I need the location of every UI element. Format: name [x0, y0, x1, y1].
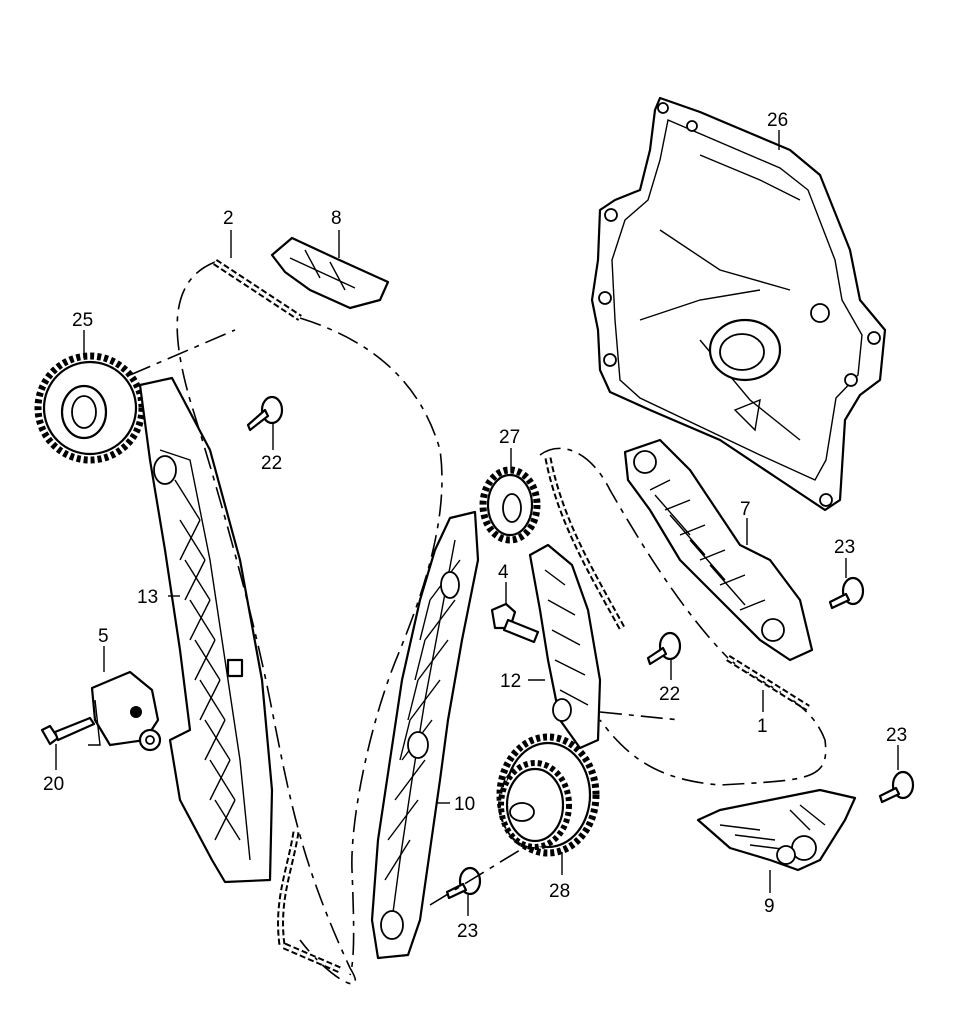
bolt-part-23-a: [828, 576, 865, 610]
callout-13: 13: [137, 587, 158, 608]
timing-cover-part-26: [590, 96, 887, 512]
tensioner-shoe-part-8: [270, 236, 390, 310]
tensioner-rail-part-9: [696, 788, 857, 872]
callout-22-top: 22: [261, 453, 282, 474]
callout-10: 10: [454, 794, 475, 815]
guide-rail-part-13: [138, 376, 274, 884]
sprocket-part-27: [479, 466, 541, 544]
callout-5: 5: [98, 626, 109, 647]
bolt-part-22-b: [646, 631, 682, 666]
callout-2: 2: [223, 208, 234, 229]
bolt-part-20: [40, 716, 96, 746]
callout-12: 12: [500, 671, 521, 692]
center-lines: [129, 329, 681, 906]
callout-23-bottom: 23: [457, 921, 478, 942]
guide-rail-part-10: [370, 510, 480, 960]
guide-rail-part-12: [528, 543, 602, 750]
sprocket-part-28: [496, 733, 600, 857]
callout-20: 20: [43, 774, 64, 795]
callout-28: 28: [549, 881, 570, 902]
chain-path-part-1: [539, 447, 827, 786]
leader-lines: [55, 130, 899, 916]
callout-22-mid: 22: [659, 684, 680, 705]
callout-4: 4: [498, 562, 509, 583]
callout-27: 27: [499, 427, 520, 448]
callout-8: 8: [331, 208, 342, 229]
callout-23-lower-right: 23: [886, 725, 907, 746]
bolt-part-23-c: [445, 866, 482, 900]
callout-1: 1: [757, 716, 768, 737]
callout-26: 26: [767, 110, 788, 131]
bolt-part-22-a: [246, 395, 284, 432]
callout-7: 7: [740, 499, 751, 520]
callout-25: 25: [72, 310, 93, 331]
callout-23-right: 23: [834, 537, 855, 558]
callout-9: 9: [764, 896, 775, 917]
bolt-part-4: [490, 602, 540, 644]
bolt-part-23-b: [878, 770, 915, 804]
tensioner-rail-part-7: [623, 438, 814, 662]
sprocket-part-25: [34, 352, 146, 464]
chain-path-part-2: [176, 259, 443, 985]
chain-tensioner-part-5: [88, 670, 162, 752]
